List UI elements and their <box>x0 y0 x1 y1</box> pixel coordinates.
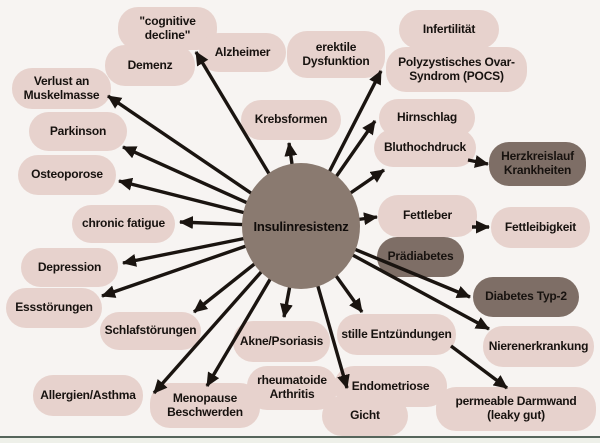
node-praediabetes: Prädiabetes <box>377 237 464 277</box>
node-permeable-darmwand: permeable Darmwand (leaky gut) <box>436 387 596 431</box>
node-chronic-fatigue: chronic fatigue <box>72 205 175 243</box>
node-diabetes-typ2: Diabetes Typ-2 <box>473 277 579 317</box>
node-osteoporose: Osteoporose <box>18 155 116 195</box>
node-gicht: Gicht <box>322 396 408 436</box>
node-infertilitaet: Infertilität <box>399 10 499 49</box>
node-fettleibigkeit: Fettleibigkeit <box>491 207 590 248</box>
node-demenz: Demenz <box>105 45 195 86</box>
node-fettleber: Fettleber <box>378 195 477 237</box>
node-depression: Depression <box>21 248 118 287</box>
node-rheumatoide-arthritis: rheumatoide Arthritis <box>247 366 337 410</box>
node-erektile-dysfunktion: erektile Dysfunktion <box>287 31 385 78</box>
node-essstoerungen: Essstörungen <box>6 288 102 328</box>
node-nierenerkrankung: Nierenerkrankung <box>483 326 594 367</box>
node-pocs: Polyzystisches Ovar-Syndrom (POCS) <box>386 47 527 92</box>
center-node-label: Insulinresistenz <box>253 219 349 234</box>
node-krebsformen: Krebsformen <box>241 100 341 140</box>
node-stille-entzuendungen: stille Entzündungen <box>337 314 456 355</box>
node-akne-psoriasis: Akne/Psoriasis <box>233 321 330 362</box>
node-alzheimer: Alzheimer <box>199 33 286 72</box>
node-bluthochdruck: Bluthochdruck <box>374 129 476 167</box>
node-schlafstoerungen: Schlafstörungen <box>100 312 201 350</box>
node-allergien-asthma: Allergien/Asthma <box>33 375 143 416</box>
node-cognitive-decline: "cognitive decline" <box>118 7 217 50</box>
bottom-edge-line <box>0 436 600 443</box>
node-parkinson: Parkinson <box>29 112 127 151</box>
node-herzkreislauf: Herzkreislauf Krankheiten <box>489 142 586 186</box>
node-verlust-muskelmasse: Verlust an Muskelmasse <box>12 68 111 109</box>
node-menopause: Menopause Beschwerden <box>150 383 260 428</box>
